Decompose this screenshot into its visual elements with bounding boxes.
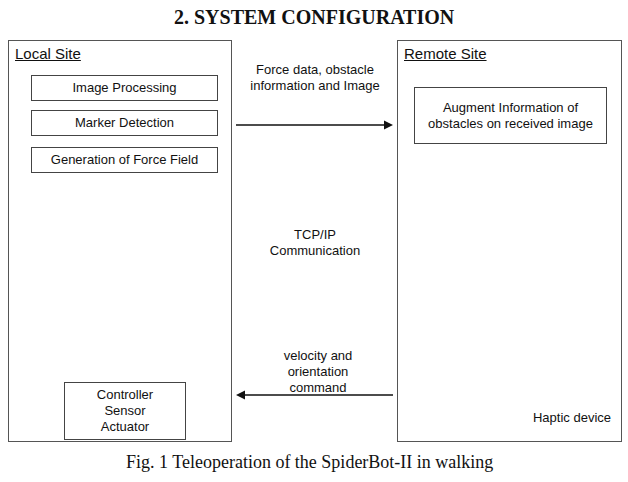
section-title: 2. SYSTEM CONFIGURATION [174, 6, 454, 29]
arrow-line [236, 124, 385, 125]
box-label: Image Processing [72, 80, 176, 96]
box-label: Marker Detection [75, 115, 174, 131]
data-arrow [236, 121, 393, 130]
arrow-head [384, 121, 393, 130]
box-label: Generation of Force Field [51, 152, 198, 168]
arrow-head [236, 391, 245, 400]
panel-heading: Local Site [15, 45, 81, 62]
arrow-label: velocity and orientation command [263, 348, 373, 396]
annotation-label: Haptic device [522, 410, 622, 426]
box-label: Augment Information of obstacles on rece… [426, 100, 596, 132]
figure-caption: Fig. 1 Teleoperation of the SpiderBot-II… [126, 452, 493, 473]
process-box: Controller Sensor Actuator [64, 382, 186, 440]
panel-heading: Remote Site [404, 45, 487, 62]
process-box: Augment Information of obstacles on rece… [414, 87, 607, 144]
annotation-label: TCP/IP Communication [260, 227, 370, 259]
site-panel: Local SiteImage ProcessingMarker Detecti… [8, 40, 232, 442]
arrow-label: Force data, obstacle information and Ima… [240, 62, 390, 94]
process-box: Generation of Force Field [31, 147, 218, 173]
box-label: Controller Sensor Actuator [90, 387, 160, 435]
site-panel: Remote SiteAugment Information of obstac… [397, 40, 622, 442]
process-box: Marker Detection [31, 110, 218, 136]
process-box: Image Processing [31, 75, 218, 101]
